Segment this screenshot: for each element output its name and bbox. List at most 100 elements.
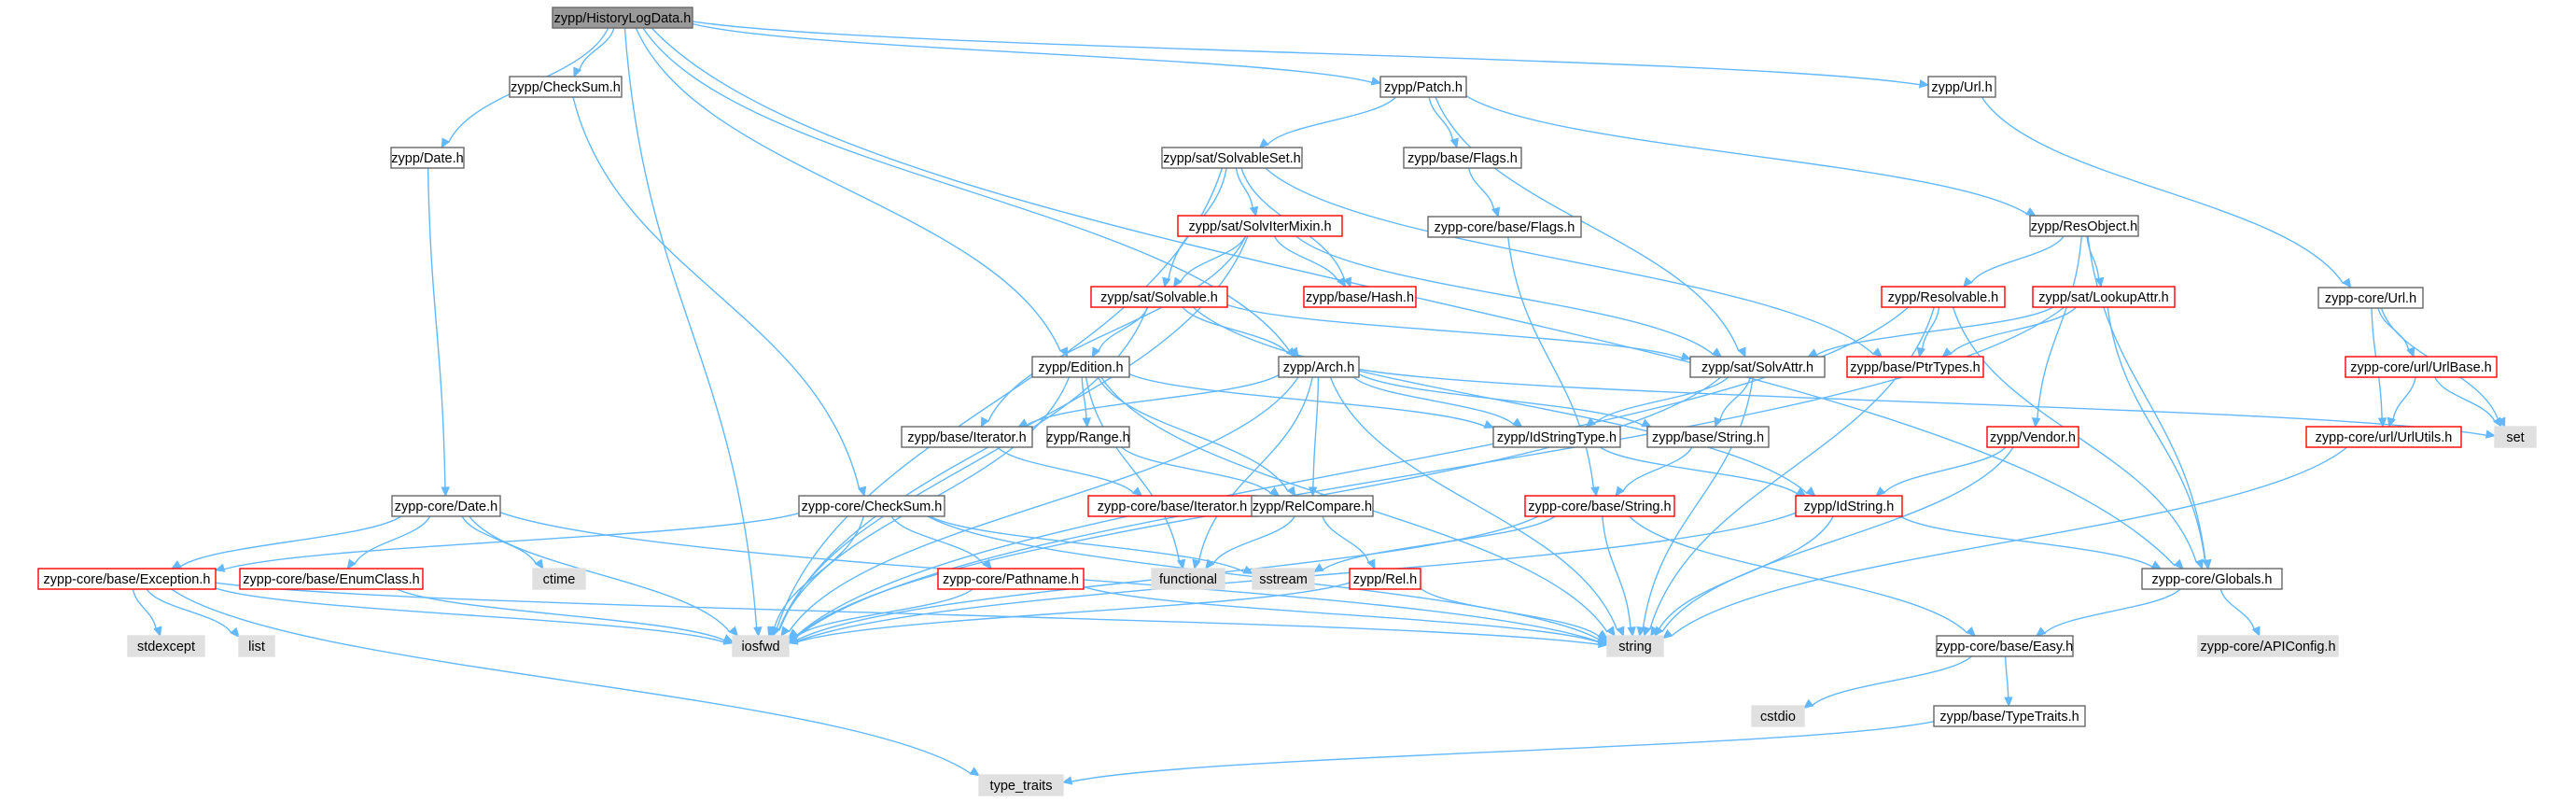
edge-patch-to-solvableset — [1258, 96, 1396, 148]
node-enumclass[interactable]: zypp-core/base/EnumClass.h — [239, 568, 424, 590]
node-box — [2317, 287, 2424, 309]
node-iterator[interactable]: zypp/base/Iterator.h — [901, 426, 1033, 448]
node-label: zypp-core/CheckSum.h — [802, 499, 943, 514]
edge-idstring-to-globals — [1899, 515, 2163, 570]
node-exception[interactable]: zypp-core/base/Exception.h — [37, 568, 217, 590]
node-pathname[interactable]: zypp-core/Pathname.h — [937, 568, 1085, 590]
edge-resobject-to-lookup — [2086, 235, 2105, 288]
node-resobject[interactable]: zypp/ResObject.h — [2029, 215, 2139, 237]
node-box — [1524, 495, 1675, 517]
node-range[interactable]: zypp/Range.h — [1046, 426, 1130, 448]
node-corechecksum[interactable]: zypp-core/CheckSum.h — [798, 495, 945, 517]
edge-soliter-to-solvable — [1172, 235, 1247, 288]
node-lookup[interactable]: zypp/sat/LookupAttr.h — [2032, 286, 2176, 308]
node-apiconfig: zypp-core/APIConfig.h — [2197, 635, 2339, 657]
edge-solvable-to-solvattr — [1226, 303, 1692, 361]
node-box — [1161, 147, 1303, 169]
node-label: zypp/Url.h — [1931, 80, 1992, 95]
node-solvableset[interactable]: zypp/sat/SolvableSet.h — [1161, 147, 1303, 169]
node-coreflags[interactable]: zypp-core/base/Flags.h — [1427, 216, 1582, 238]
edge-resobject-to-vendor — [2031, 235, 2082, 429]
node-box — [1303, 286, 1417, 308]
edge-soliter-to-iterator — [980, 235, 1247, 429]
node-label: zypp/sat/SolvableSet.h — [1163, 151, 1301, 166]
node-label: list — [248, 640, 265, 654]
node-url[interactable]: zypp/Url.h — [1927, 76, 1996, 98]
node-box — [1379, 76, 1467, 98]
edge-root-to-url — [692, 21, 1930, 89]
node-box — [1646, 426, 1770, 448]
node-list: list — [238, 635, 275, 657]
node-label: zypp/base/String.h — [1652, 430, 1764, 445]
edge-soliter-to-hash — [1273, 235, 1347, 288]
node-ptrtypes[interactable]: zypp/base/PtrTypes.h — [1846, 356, 1984, 378]
node-box — [1881, 286, 2006, 308]
node-box — [1177, 215, 1343, 237]
node-resolvable[interactable]: zypp/Resolvable.h — [1881, 286, 2006, 308]
node-box — [127, 635, 205, 657]
node-easy[interactable]: zypp-core/base/Easy.h — [1936, 635, 2074, 657]
node-checksum[interactable]: zypp/CheckSum.h — [509, 76, 623, 98]
node-edition[interactable]: zypp/Edition.h — [1031, 356, 1130, 378]
node-box — [239, 568, 424, 590]
edge-arch-to-relcompare — [1308, 376, 1320, 498]
node-label: zypp-core/base/EnumClass.h — [243, 572, 419, 587]
node-root[interactable]: zypp/HistoryLogData.h — [552, 7, 693, 29]
node-box — [1090, 286, 1228, 308]
node-urlutils[interactable]: zypp-core/url/UrlUtils.h — [2305, 426, 2462, 448]
header-nodes: zypp/HistoryLogData.h zypp/CheckSum.h zypp… — [37, 7, 2537, 796]
edge-urlutils-to-string — [1662, 446, 2348, 640]
node-baseflags[interactable]: zypp/base/Flags.h — [1403, 147, 1522, 169]
node-soliter[interactable]: zypp/sat/SolvIterMixin.h — [1177, 215, 1343, 237]
node-solvattr[interactable]: zypp/sat/SolvAttr.h — [1689, 356, 1826, 378]
edge-rel-to-iosfwd — [787, 582, 1351, 645]
edge-urlbase-to-set — [2434, 376, 2502, 429]
node-label: zypp/Rel.h — [1353, 572, 1418, 587]
node-label: zypp/Resolvable.h — [1888, 290, 1999, 305]
node-ctime: ctime — [532, 568, 586, 590]
edge-solvable-to-edition — [1091, 306, 1149, 359]
edge-relcompare-to-functional — [1205, 515, 1295, 570]
node-stdexcept: stdexcept — [127, 635, 205, 657]
node-label: zypp-core/url/UrlBase.h — [2350, 360, 2492, 375]
node-box — [2197, 635, 2339, 657]
node-coreiter[interactable]: zypp-core/base/Iterator.h — [1087, 495, 1257, 517]
node-date[interactable]: zypp/Date.h — [390, 147, 465, 169]
node-box — [1933, 705, 2086, 727]
node-box — [2141, 568, 2283, 590]
node-relcompare[interactable]: zypp/RelCompare.h — [1251, 495, 1374, 517]
node-vendor[interactable]: zypp/Vendor.h — [1986, 426, 2079, 448]
node-label: zypp-core/APIConfig.h — [2200, 640, 2335, 654]
edge-corestring-to-easy — [1629, 515, 1977, 637]
node-box — [1846, 356, 1984, 378]
node-patch[interactable]: zypp/Patch.h — [1379, 76, 1467, 98]
node-corestring[interactable]: zypp-core/base/String.h — [1524, 495, 1675, 517]
node-label: stdexcept — [137, 640, 195, 654]
node-typetraits_h[interactable]: zypp/base/TypeTraits.h — [1933, 705, 2086, 727]
node-solvable[interactable]: zypp/sat/Solvable.h — [1090, 286, 1228, 308]
node-box — [2345, 356, 2498, 378]
node-idstrtype[interactable]: zypp/IdStringType.h — [1492, 426, 1621, 448]
edge-solvattr-to-string — [1636, 376, 1754, 638]
node-rel[interactable]: zypp/Rel.h — [1349, 568, 1421, 590]
node-label: zypp/Patch.h — [1384, 80, 1463, 95]
node-urlbase[interactable]: zypp-core/url/UrlBase.h — [2345, 356, 2498, 378]
node-label: zypp-core/Date.h — [395, 499, 497, 514]
node-box — [1046, 426, 1130, 448]
edge-url-to-coreurl — [1981, 96, 2352, 289]
node-label: zypp/Arch.h — [1283, 360, 1355, 375]
edge-root-to-edition — [635, 27, 1069, 359]
node-basestring[interactable]: zypp/base/String.h — [1646, 426, 1770, 448]
node-coredate[interactable]: zypp-core/Date.h — [391, 495, 501, 517]
node-label: zypp/base/TypeTraits.h — [1939, 710, 2079, 725]
edge-solvattr-to-basestring — [1714, 376, 1751, 429]
edge-lookup-to-ptrtypes — [1941, 306, 2077, 358]
node-idstring[interactable]: zypp/IdString.h — [1795, 495, 1903, 517]
node-hash[interactable]: zypp/base/Hash.h — [1303, 286, 1417, 308]
node-arch[interactable]: zypp/Arch.h — [1278, 356, 1360, 378]
edge-solvattr-to-idstrtype — [1585, 376, 1729, 428]
node-globals[interactable]: zypp-core/Globals.h — [2141, 568, 2283, 590]
edge-root-to-iosfwd — [623, 27, 763, 638]
node-coreurl[interactable]: zypp-core/Url.h — [2317, 287, 2424, 309]
dependency-edges — [132, 21, 2506, 785]
